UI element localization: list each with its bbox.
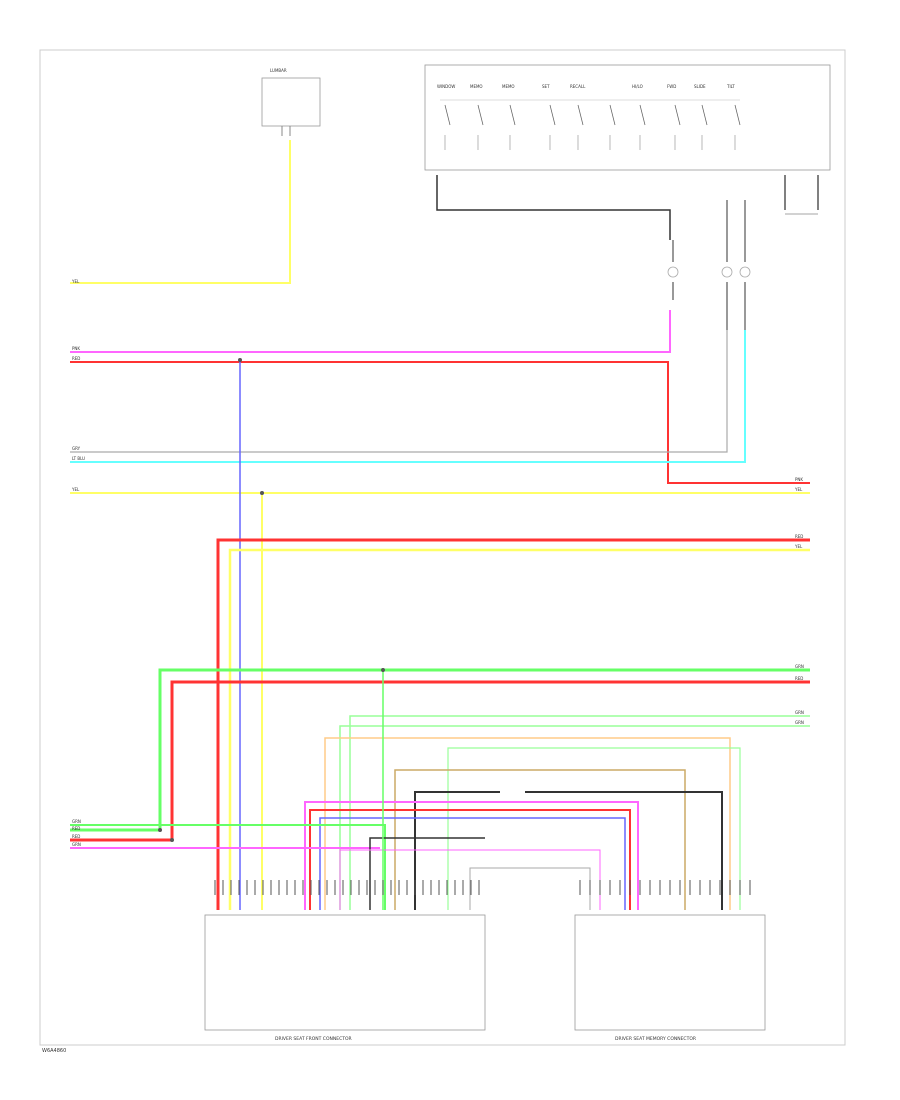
switch-label: MEMO [502, 84, 515, 89]
switch-label: MEMO [470, 84, 483, 89]
right-wire-label: GRN [795, 710, 804, 715]
left-wire-label: GRY [72, 446, 81, 451]
switch-contact [639, 104, 646, 126]
left-wire-label: RED [72, 826, 80, 831]
left-wire-labels: YEL PNK RED GRY LT BLU YEL GRN RED RED GRN [71, 279, 85, 847]
switch-label: WINDOW [437, 84, 455, 89]
switch-contact [549, 104, 556, 126]
switch-contact [477, 104, 484, 126]
left-wire-label: GRN [72, 842, 81, 847]
switch-contact [674, 104, 681, 126]
diagram-border [39, 49, 846, 1046]
wire-blue-lower [319, 817, 626, 910]
wire-green-lower [70, 824, 386, 910]
right-wire-label: RED [795, 534, 803, 539]
bottom-connectors: DRIVER SEAT FRONT CONNECTOR DRIVER SEAT … [204, 880, 766, 1042]
left-wire-label: RED [72, 834, 80, 839]
wire-green-main [70, 668, 810, 832]
right-wire-labels: PNK YEL RED YEL GRN RED GRN GRN [794, 477, 804, 725]
switch-contact [734, 104, 741, 126]
wire-yellow-lumbar [70, 140, 291, 284]
left-wire-label: YEL [71, 487, 80, 492]
left-wire-label: YEL [71, 279, 80, 284]
splice-dot [260, 491, 264, 495]
driver-seat-memory-connector-label: DRIVER SEAT MEMORY CONNECTOR [615, 1036, 696, 1042]
wire-black-1 [414, 791, 500, 910]
switch-contact [444, 104, 451, 126]
right-wire-label: YEL [794, 544, 803, 549]
driver-seat-front-connector-label: DRIVER SEAT FRONT CONNECTOR [275, 1036, 352, 1042]
right-wire-label: RED [795, 676, 803, 681]
left-wire-label: RED [72, 356, 80, 361]
left-wire-label: GRN [72, 819, 81, 824]
switch-contact [609, 104, 616, 126]
wire-red-upper [70, 361, 810, 484]
splice-dot [170, 838, 174, 842]
wire-gray [70, 330, 728, 453]
switch-contact [509, 104, 516, 126]
splice-dot [381, 668, 385, 672]
switch-label: HI/LO [632, 84, 643, 89]
left-wire-label: PNK [72, 346, 80, 351]
wire-lightgreen-3 [447, 747, 741, 910]
wire-yellow-main [228, 548, 810, 910]
wire-tan [394, 769, 686, 910]
switch-label: RECALL [570, 84, 586, 89]
diagram-code: W6A4860 [42, 1048, 66, 1054]
splice-dot [158, 828, 162, 832]
right-wire-label: PNK [795, 477, 803, 482]
wire-red-lower [70, 680, 810, 842]
switch-label: SLIDE [694, 84, 706, 89]
splice-dot [238, 358, 242, 362]
switch-label: SET [542, 84, 550, 89]
lumbar-module: LUMBAR [261, 68, 321, 136]
wire-pink [70, 310, 671, 353]
wire-pink-lower [304, 801, 639, 910]
switch-contact [701, 104, 708, 126]
wire-lightgreen [349, 715, 810, 910]
switch-contact [577, 104, 584, 126]
right-wire-label: GRN [795, 664, 804, 669]
wire-gray-lower [469, 867, 591, 910]
switch-label: FWD [667, 84, 676, 89]
wire-black-3 [369, 837, 485, 910]
junction-circles [667, 200, 751, 330]
wire-cyan [70, 330, 746, 463]
switch-label: TILT [726, 84, 735, 89]
lumbar-module-label: LUMBAR [270, 68, 287, 73]
wire-harness [70, 140, 810, 910]
wire-red-main [216, 538, 810, 910]
seat-switch-assembly: WINDOW MEMO MEMO SET RECALL HI/LO FWD SLIDE TILT [424, 64, 831, 240]
wire-red-bottom [309, 809, 631, 910]
right-wire-label: GRN [795, 720, 804, 725]
wire-black-2 [525, 791, 723, 910]
right-wire-label: YEL [794, 487, 803, 492]
left-wire-label: LT BLU [72, 456, 85, 461]
